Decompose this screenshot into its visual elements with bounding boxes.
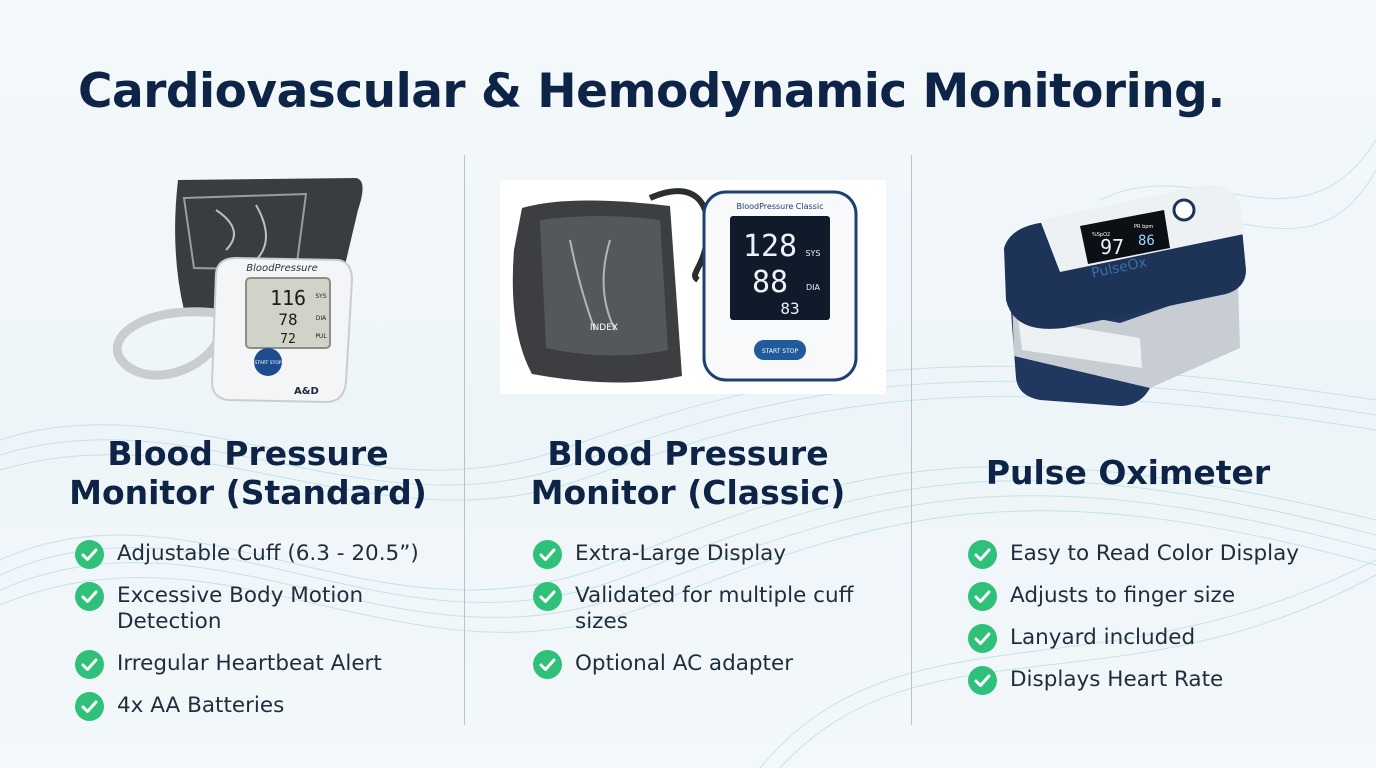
feature-text: Extra-Large Display [575,541,787,566]
product-name-classic: Blood Pressure Monitor (Classic) [500,434,876,512]
bp-monitor-classic-image: INDEX BloodPressure Classic 128 88 83 SY… [500,180,886,394]
product-name-line: Monitor (Standard) [69,473,427,512]
unit-dia: DIA [806,283,821,292]
reading-spo2: 97 [1100,235,1124,259]
product-name-line: Blood Pressure [547,434,829,473]
feature-item: Extra-Large Display [533,540,893,569]
unit-pul: PUL [315,333,327,340]
device-label-text: BloodPressure [246,263,318,274]
check-circle-icon [75,692,104,721]
brand-logo: A&D [294,386,319,397]
page-title: Cardiovascular & Hemodynamic Monitoring. [78,64,1225,119]
reading-sys: 128 [743,229,797,264]
feature-item: Lanyard included [968,624,1348,653]
feature-item: Irregular Heartbeat Alert [75,650,455,679]
reading-dia: 88 [752,265,788,300]
check-circle-icon [75,540,104,569]
product-name-standard: Blood Pressure Monitor (Standard) [60,434,436,512]
feature-text: Easy to Read Color Display [1010,541,1300,566]
feature-text: 4x AA Batteries [117,693,285,718]
product-name-oximeter: Pulse Oximeter [940,453,1316,492]
check-circle-icon [75,582,104,611]
column-divider [464,155,465,725]
feature-item: Validated for multiple cuff sizes [533,582,860,635]
check-circle-icon [533,582,562,611]
column-divider [911,155,912,725]
product-name-line: Monitor (Classic) [530,473,846,512]
unit-sys: SYS [315,293,326,300]
feature-text: Adjustable Cuff (6.3 - 20.5”) [117,541,419,566]
feature-text: Lanyard included [1010,625,1196,650]
feature-item: Displays Heart Rate [968,666,1348,695]
feature-item: Adjustable Cuff (6.3 - 20.5”) [75,540,455,569]
reading-sys: 116 [270,286,306,310]
feature-list-classic: Extra-Large Display Validated for multip… [533,540,893,679]
feature-list-standard: Adjustable Cuff (6.3 - 20.5”) Excessive … [75,540,455,721]
feature-item: Optional AC adapter [533,650,893,679]
unit-spo2: %SpO2 [1092,232,1110,238]
device-label-text: BloodPressure Classic [737,202,824,211]
feature-text: Irregular Heartbeat Alert [117,651,382,676]
check-circle-icon [533,540,562,569]
product-name-line: Blood Pressure [107,434,389,473]
feature-item: Easy to Read Color Display [968,540,1348,569]
product-name-line: Pulse Oximeter [985,453,1271,492]
pulse-oximeter-image: 97 86 %SpO2 PR bpm PulseOx [1000,178,1250,408]
check-circle-icon [968,666,997,695]
reading-pr: 86 [1138,233,1155,249]
feature-item: 4x AA Batteries [75,692,455,721]
check-circle-icon [968,624,997,653]
unit-dia: DIA [316,315,327,322]
feature-text: Excessive Body Motion Detection [117,583,364,634]
reading-pul: 72 [280,332,296,347]
start-stop-label: START STOP [254,360,281,366]
start-stop-label: START STOP [762,348,799,355]
feature-text: Adjusts to finger size [1010,583,1236,608]
feature-item: Excessive Body Motion Detection [75,582,397,635]
reading-dia: 78 [278,310,297,329]
feature-list-oximeter: Easy to Read Color Display Adjusts to fi… [968,540,1348,695]
feature-item: Adjusts to finger size [968,582,1348,611]
feature-text: Displays Heart Rate [1010,667,1224,692]
check-circle-icon [533,650,562,679]
check-circle-icon [968,582,997,611]
check-circle-icon [968,540,997,569]
check-circle-icon [75,650,104,679]
bp-monitor-standard-image: BloodPressure 116 78 72 SYS DIA PUL STAR… [106,150,366,412]
unit-pr: PR bpm [1134,224,1153,230]
feature-text: Validated for multiple cuff sizes [575,583,854,634]
unit-sys: SYS [805,249,820,258]
feature-text: Optional AC adapter [575,651,794,676]
reading-pul: 83 [780,299,799,318]
cuff-index-label: INDEX [590,323,618,333]
